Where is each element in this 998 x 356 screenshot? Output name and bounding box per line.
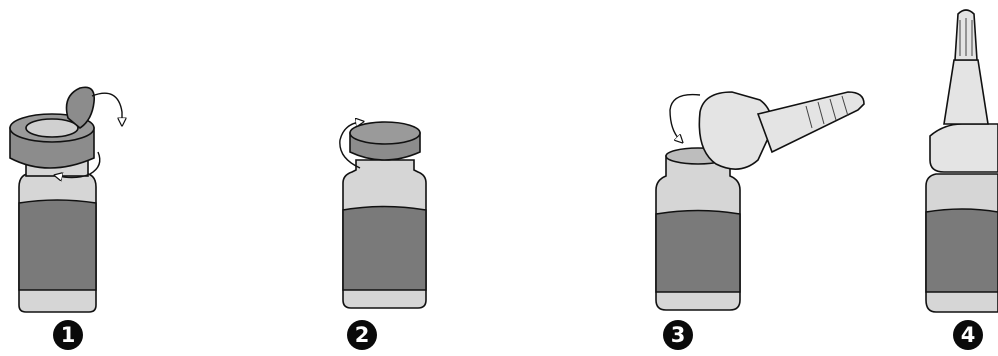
step-2-number: 2 xyxy=(347,320,377,350)
step-4-illustration xyxy=(926,10,998,312)
flip-cap-1 xyxy=(10,87,94,168)
vial-3 xyxy=(656,148,740,310)
liquid-3 xyxy=(656,211,740,293)
liquid-2 xyxy=(343,207,426,291)
liquid-1 xyxy=(19,200,96,290)
dropper-cap-4 xyxy=(930,10,998,172)
liquid-4 xyxy=(926,209,998,292)
step-4-number: 4 xyxy=(953,320,983,350)
dropper-cap-3 xyxy=(699,92,864,169)
step-3-number: 3 xyxy=(663,320,693,350)
flip-arrow-icon xyxy=(92,93,122,122)
step-1-illustration xyxy=(10,87,122,312)
step-2-illustration xyxy=(340,122,426,308)
rotate-arrow-icon xyxy=(670,95,700,140)
rubber-stopper-2 xyxy=(350,122,420,160)
step-1-number: 1 xyxy=(53,320,83,350)
vial-4 xyxy=(926,174,998,312)
step-3-illustration xyxy=(656,92,864,310)
vial-1 xyxy=(19,160,96,312)
vial-2 xyxy=(343,160,426,308)
